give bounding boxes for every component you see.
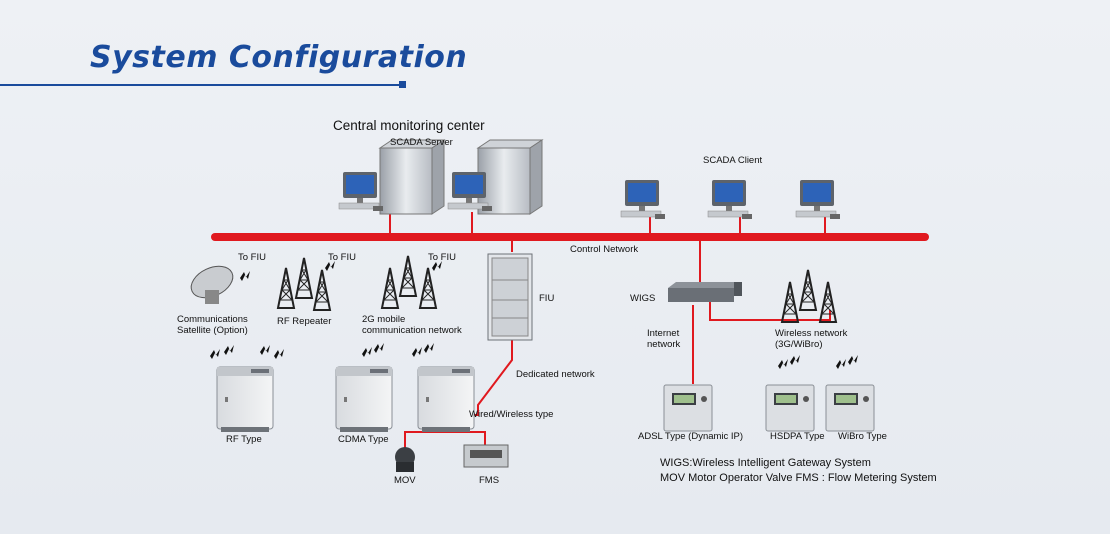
rf-type-rtu-icon (210, 345, 284, 433)
cdma-rtu-icon (335, 343, 475, 433)
wired-wireless-label: Wired/Wireless type (469, 409, 554, 420)
fiu-cabinet-icon (487, 253, 533, 341)
adsl-meter-icon (663, 384, 713, 432)
rf-repeater-tower-icon (277, 257, 335, 311)
rf-type-label: RF Type (226, 434, 262, 445)
fiu-label: FIU (539, 293, 555, 304)
mov-label: MOV (394, 475, 416, 486)
fms-label: FMS (479, 475, 500, 486)
legend-line-2: MOV Motor Operator Valve FMS : Flow Mete… (660, 472, 937, 484)
control-network-label: Control Network (570, 244, 639, 255)
scada-server-label: SCADA Server (390, 137, 453, 148)
mobile-tower-icon (381, 255, 442, 309)
cdma-type-label: CDMA Type (338, 434, 389, 445)
to-fiu-label-3: To FIU (428, 252, 456, 263)
scada-server-icon (338, 139, 544, 215)
legend: WIGS:Wireless Intelligent Gateway System… (660, 456, 937, 486)
title-underline-marker (399, 81, 406, 88)
dedicated-network-label: Dedicated network (516, 369, 595, 380)
hsdpa-label: HSDPA Type (770, 431, 825, 442)
wibro-meter-icon (825, 355, 875, 432)
wigs-router-icon (668, 282, 742, 302)
scada-client-label: SCADA Client (703, 155, 763, 166)
hsdpa-meter-icon (765, 355, 815, 432)
to-fiu-label-2: To FIU (328, 252, 356, 263)
mov-valve-icon (395, 447, 415, 472)
title-underline (0, 84, 402, 86)
central-monitoring-heading: Central monitoring center (333, 118, 485, 133)
adsl-label: ADSL Type (Dynamic IP) (638, 431, 744, 442)
wireless-network-label: Wireless network(3G/WiBro) (775, 328, 848, 350)
rf-repeater-label: RF Repeater (277, 316, 332, 327)
wigs-label: WIGS (630, 293, 656, 304)
fms-meter-icon (463, 444, 509, 468)
legend-line-1: WIGS:Wireless Intelligent Gateway System (660, 457, 871, 469)
satellite-dish-icon (190, 265, 250, 304)
scada-client-icon (620, 179, 841, 220)
wireless-tower-icon (781, 269, 837, 323)
page-title: System Configuration (90, 40, 468, 75)
wibro-label: WiBro Type (838, 431, 887, 442)
to-fiu-label-1: To FIU (238, 252, 266, 263)
